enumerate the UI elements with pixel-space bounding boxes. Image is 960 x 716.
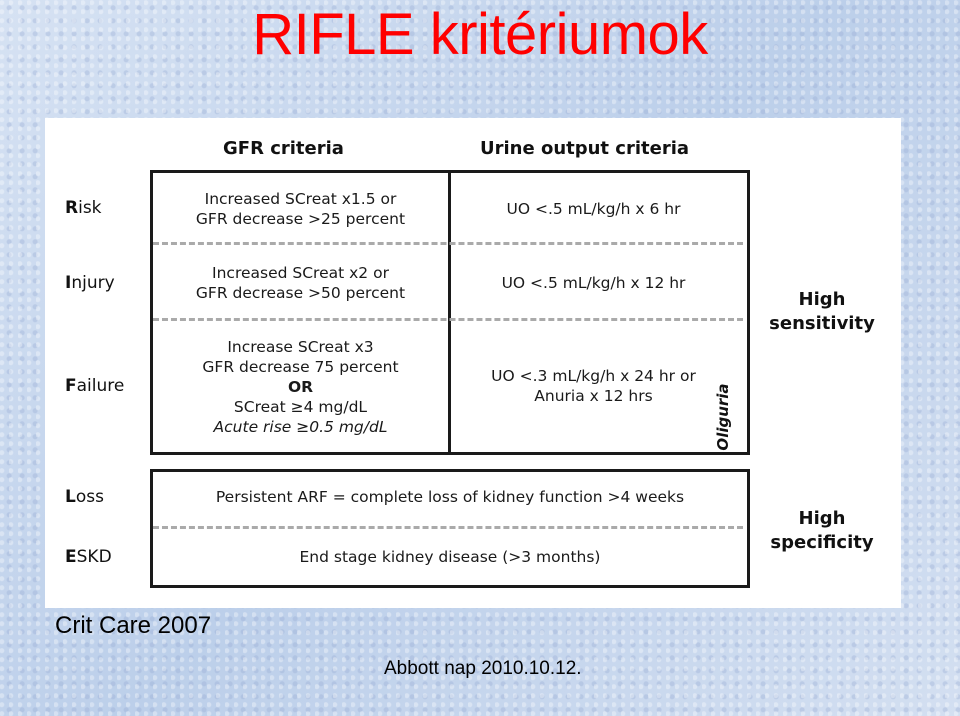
dashed-divider (153, 242, 743, 245)
rifle-table-figure: GFR criteria Urine output criteria Risk … (45, 118, 901, 608)
row-label-injury: Injury (65, 273, 115, 293)
citation: Crit Care 2007 (55, 612, 212, 639)
gfr-failure-cell: Increase SCreat x3 GFR decrease 75 perce… (202, 338, 399, 436)
row-label-risk: Risk (65, 198, 102, 218)
loss-cell: Persistent ARF = complete loss of kidney… (215, 488, 685, 506)
oliguria-label: Oliguria (714, 383, 732, 451)
slide-title: RIFLE kritériumok (252, 2, 708, 67)
urine-output-header: Urine output criteria (480, 138, 690, 159)
outcome-box (150, 469, 750, 588)
urine-injury-cell: UO <.5 mL/kg/h x 12 hr (501, 274, 686, 292)
row-label-failure: Failure (65, 376, 125, 396)
eskd-cell: End stage kidney disease (>3 months) (299, 548, 601, 566)
event-date: Abbott nap 2010.10.12. (384, 658, 582, 679)
column-divider (448, 170, 451, 455)
row-label-eskd: ESKD (65, 547, 112, 567)
urine-risk-cell: UO <.5 mL/kg/h x 6 hr (506, 200, 681, 218)
dashed-divider (153, 318, 743, 321)
row-label-loss: Loss (65, 487, 104, 507)
gfr-criteria-header: GFR criteria (223, 138, 344, 159)
dashed-divider (153, 526, 743, 529)
